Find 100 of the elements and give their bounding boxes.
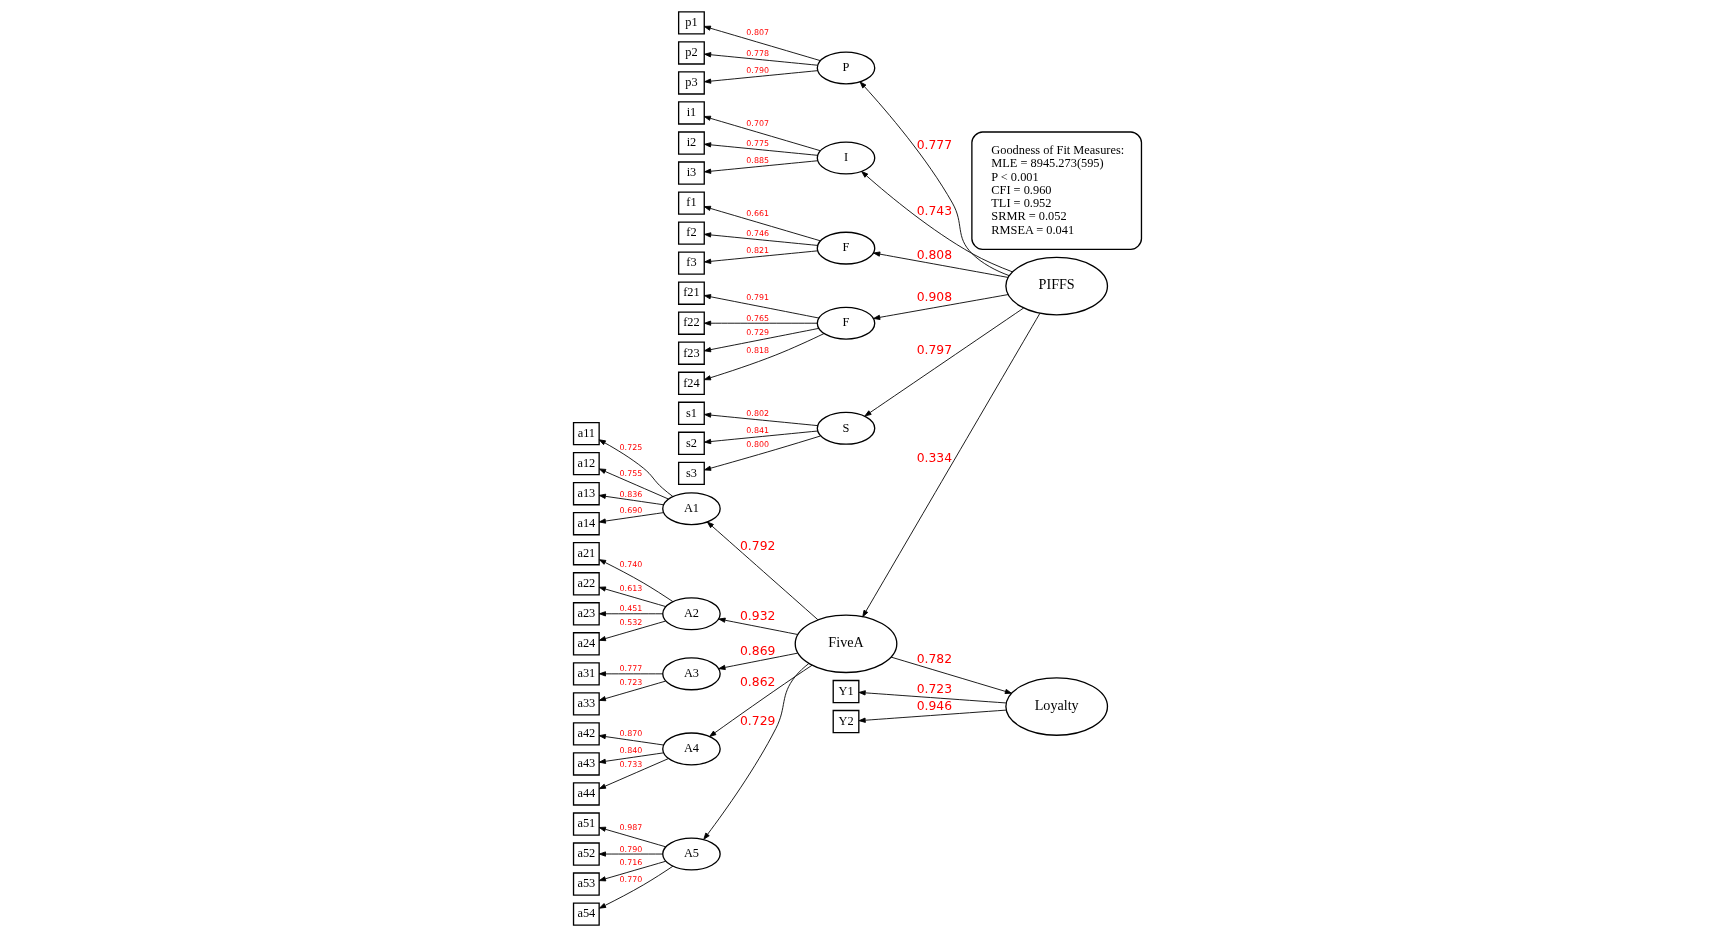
arrow: [703, 327, 820, 353]
arrow: [598, 752, 664, 764]
edge-label: 0.792: [740, 538, 776, 553]
edge-label: 0.613: [619, 584, 643, 594]
node-box: a14: [572, 512, 600, 536]
arrow: [704, 52, 818, 66]
edge-label: 0.885: [746, 155, 770, 165]
edge-label: 0.451: [619, 604, 643, 614]
arrow: [598, 671, 664, 677]
arrow: [598, 611, 664, 617]
edge-label: 0.746: [746, 228, 770, 238]
node-box: a51: [572, 812, 600, 836]
edge-label: 0.869: [740, 643, 776, 658]
arrow: [598, 733, 664, 746]
edge-label: 0.836: [619, 489, 643, 499]
arrow: [706, 521, 819, 621]
node-ellipse: A1: [662, 492, 721, 526]
arrow: [864, 307, 1025, 417]
arrow: [598, 758, 669, 790]
arrow: [598, 860, 667, 882]
arrow: [599, 559, 674, 603]
arrow: [704, 250, 818, 264]
node-box: i3: [678, 161, 705, 185]
arrow: [858, 709, 1007, 723]
node-ellipse: A2: [662, 597, 721, 631]
edge-label: 0.775: [746, 138, 770, 148]
node-box: p1: [678, 11, 705, 35]
arrow: [859, 81, 1010, 277]
node-box: p3: [678, 71, 705, 95]
arrow: [598, 851, 664, 857]
edge-label: 0.334: [916, 451, 953, 466]
edge-label: 0.723: [619, 677, 643, 687]
arrow: [703, 115, 821, 152]
arrow: [703, 294, 820, 319]
node-box: a11: [572, 421, 600, 446]
node-box: f22: [678, 311, 705, 335]
edge-label: 0.870: [619, 728, 643, 738]
node-box: a23: [572, 602, 600, 626]
edge-label: 0.725: [619, 442, 643, 452]
node-box: i2: [678, 131, 705, 155]
edge-label: 0.532: [619, 618, 643, 628]
arrow: [704, 142, 818, 156]
arrow: [873, 294, 1009, 320]
node-box: a43: [572, 752, 600, 776]
arrow: [704, 160, 818, 174]
edge-label: 0.778: [746, 48, 770, 58]
node-ellipse: A3: [662, 657, 721, 691]
arrow: [890, 656, 1012, 694]
edge-label: 0.946: [916, 699, 953, 714]
node-box: a54: [572, 902, 600, 926]
arrow: [704, 320, 818, 326]
arrow: [703, 205, 821, 242]
node-box: f21: [678, 281, 705, 305]
node-box: a22: [572, 572, 600, 596]
node-box: p2: [678, 41, 705, 65]
arrow: [703, 333, 825, 381]
edge-label: 0.800: [746, 440, 770, 450]
edge-label: 0.765: [746, 313, 770, 323]
node-ellipse: F: [816, 306, 876, 340]
edge-label: 0.729: [746, 327, 770, 337]
arrow: [598, 620, 667, 642]
arrow: [873, 251, 1009, 278]
node-ellipse: I: [816, 141, 876, 175]
node-box: i1: [678, 101, 705, 125]
arrow: [704, 435, 821, 471]
arrow: [598, 586, 667, 608]
node-box: Y1: [832, 679, 860, 704]
edge-label: 0.802: [746, 409, 770, 419]
edge-label: 0.770: [619, 875, 643, 885]
edge-label: 0.797: [916, 343, 953, 358]
node-box: a13: [572, 481, 600, 506]
node-box: a44: [572, 782, 600, 806]
edge-label: 0.862: [740, 675, 776, 690]
node-box: s1: [678, 401, 705, 425]
edge-label: 0.791: [746, 293, 770, 303]
node-ellipse: A5: [662, 837, 721, 871]
node-box: Goodness of Fit Measures: MLE = 8945.273(595) P < 0.001 CFI = 0.960 TLI = 0.952 SRMR = 0.052 RMSEA = 0.041: [971, 131, 1143, 251]
arrow: [598, 439, 674, 497]
edge-label: 0.782: [916, 651, 953, 666]
edge-label: 0.729: [740, 714, 776, 729]
edge-label: 0.818: [746, 345, 770, 355]
node-box: f1: [678, 191, 705, 215]
arrow: [704, 412, 818, 427]
arrow: [858, 690, 1007, 704]
edge-label: 0.840: [619, 745, 643, 755]
node-box: a31: [572, 662, 600, 686]
node-box: f24: [678, 371, 705, 395]
arrow: [703, 25, 821, 62]
edge-label: 0.821: [746, 245, 770, 255]
arrow: [598, 680, 667, 702]
node-ellipse: PIFFS: [1005, 256, 1109, 316]
arrow: [718, 652, 799, 670]
edge-label: 0.661: [746, 208, 770, 218]
edge-label: 0.808: [916, 247, 953, 262]
edge-label: 0.716: [619, 857, 643, 867]
arrow: [599, 865, 674, 909]
node-box: a33: [572, 692, 600, 716]
arrow: [861, 171, 1013, 273]
arrow: [598, 468, 669, 500]
node-box: a53: [572, 872, 600, 896]
